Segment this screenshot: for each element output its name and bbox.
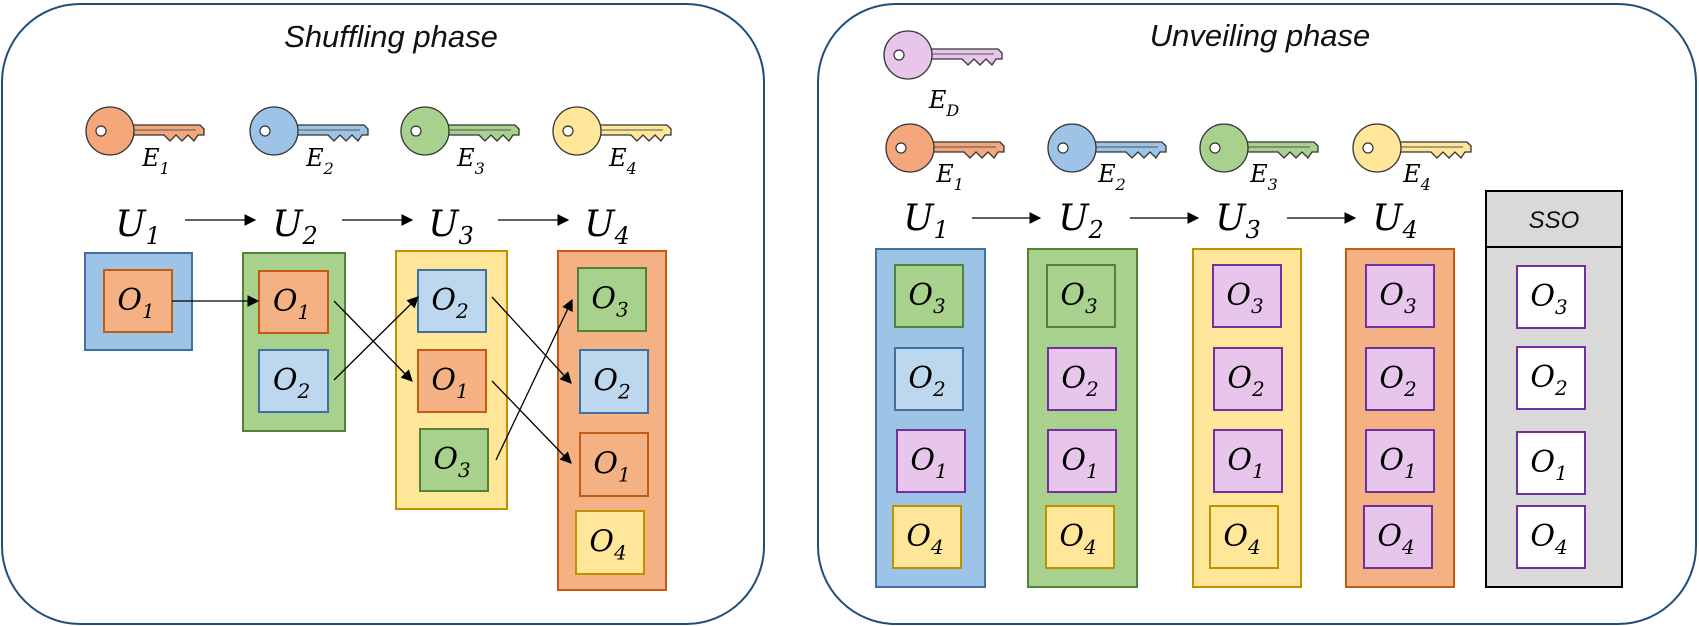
object-box: O3 xyxy=(1516,265,1586,329)
user-label: U2 xyxy=(1058,198,1104,244)
object-label: O1 xyxy=(431,363,468,403)
unveiling-title: Unveiling phase xyxy=(1150,18,1371,53)
object-label: O3 xyxy=(1530,279,1567,319)
object-box: O1 xyxy=(1213,429,1283,493)
object-label: O3 xyxy=(1226,278,1263,318)
object-box: O1 xyxy=(258,270,329,334)
object-label: O2 xyxy=(1379,361,1416,401)
object-box: O1 xyxy=(896,429,966,493)
object-box: O3 xyxy=(894,264,964,328)
object-label: O1 xyxy=(273,284,310,324)
object-box: O2 xyxy=(1516,346,1586,410)
object-label: O1 xyxy=(1227,443,1264,483)
object-label: O2 xyxy=(431,283,468,323)
object-label: O4 xyxy=(1530,519,1567,559)
object-label: O2 xyxy=(908,361,945,401)
object-label: O4 xyxy=(1377,519,1414,559)
object-box: O4 xyxy=(575,510,645,575)
object-box: O1 xyxy=(579,432,649,497)
object-box: O4 xyxy=(1045,505,1115,569)
object-label: O2 xyxy=(593,364,630,404)
key-icon xyxy=(552,106,672,156)
object-box: O3 xyxy=(1046,264,1116,328)
object-label: O3 xyxy=(908,278,945,318)
object-box: O2 xyxy=(1047,347,1117,411)
key-label: E1 xyxy=(935,160,964,194)
key-label: E2 xyxy=(305,144,334,178)
object-box: O2 xyxy=(894,347,964,411)
key-label: ED xyxy=(928,86,960,120)
key-label: E1 xyxy=(141,144,170,178)
shuffle-arrow xyxy=(333,296,419,381)
object-box: O2 xyxy=(417,269,487,333)
user-label: U2 xyxy=(272,204,318,250)
object-label: O3 xyxy=(591,282,628,322)
object-box: O1 xyxy=(1365,429,1435,493)
object-box: O3 xyxy=(1365,264,1435,328)
object-box: O3 xyxy=(577,267,647,332)
object-box: O4 xyxy=(1209,505,1279,569)
key-icon xyxy=(883,30,1003,80)
object-box: O4 xyxy=(892,505,962,569)
object-box: O3 xyxy=(1212,264,1282,328)
key-label: E2 xyxy=(1097,160,1126,194)
object-box: O2 xyxy=(1213,347,1283,411)
user-label: U1 xyxy=(115,204,161,250)
user-label: U4 xyxy=(1372,198,1418,244)
object-box: O1 xyxy=(1047,429,1117,493)
user-label: U4 xyxy=(584,204,630,250)
key-icon xyxy=(885,123,1005,173)
object-box: O4 xyxy=(1516,505,1586,569)
object-label: O1 xyxy=(593,447,630,487)
key-icon xyxy=(85,106,205,156)
object-label: O4 xyxy=(589,525,626,565)
shuffle-arrow xyxy=(491,296,572,384)
object-box: O4 xyxy=(1363,505,1433,569)
object-label: O4 xyxy=(906,519,943,559)
shuffling-title: Shuffling phase xyxy=(284,19,498,54)
object-label: O2 xyxy=(1061,361,1098,401)
object-label: O3 xyxy=(1379,278,1416,318)
object-label: O1 xyxy=(117,283,154,323)
object-label: O3 xyxy=(433,442,470,482)
object-label: O3 xyxy=(1060,278,1097,318)
object-label: O2 xyxy=(1227,361,1264,401)
user-label: U3 xyxy=(428,204,474,250)
object-label: O2 xyxy=(1530,360,1567,400)
object-label: O1 xyxy=(910,443,947,483)
key-icon xyxy=(1352,123,1472,173)
object-box: O1 xyxy=(417,349,487,413)
object-label: O1 xyxy=(1379,443,1416,483)
object-box: O1 xyxy=(103,269,173,333)
user-label: U1 xyxy=(903,198,949,244)
sso-label: SSO xyxy=(1529,207,1580,234)
object-box: O2 xyxy=(1365,347,1435,411)
user-label: U3 xyxy=(1215,198,1261,244)
object-box: O2 xyxy=(579,349,649,414)
key-label: E3 xyxy=(1249,160,1278,194)
key-icon xyxy=(1047,123,1167,173)
object-box: O2 xyxy=(258,349,329,413)
object-label: O1 xyxy=(1061,443,1098,483)
object-box: O1 xyxy=(1516,431,1586,495)
key-icon xyxy=(249,106,369,156)
key-label: E3 xyxy=(456,144,485,178)
key-label: E4 xyxy=(608,144,637,178)
object-label: O2 xyxy=(273,363,310,403)
shuffle-arrow xyxy=(491,380,572,464)
object-box: O3 xyxy=(419,428,489,492)
object-label: O1 xyxy=(1530,445,1567,485)
object-label: O4 xyxy=(1223,519,1260,559)
key-icon xyxy=(400,106,520,156)
key-label: E4 xyxy=(1402,160,1431,194)
object-label: O4 xyxy=(1059,519,1096,559)
shuffle-arrow xyxy=(495,298,573,461)
key-icon xyxy=(1199,123,1319,173)
